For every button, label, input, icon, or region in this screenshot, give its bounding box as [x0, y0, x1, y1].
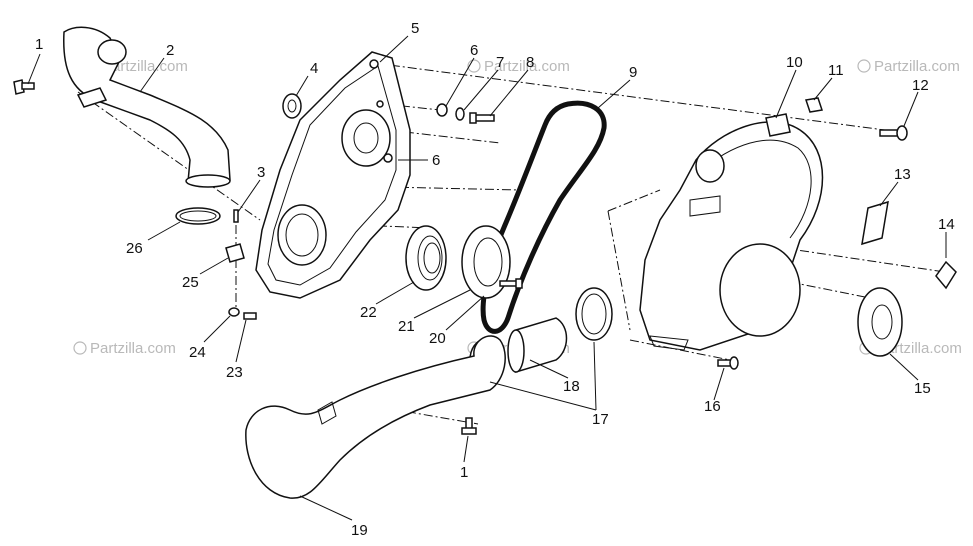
part-17-clamp-right — [575, 287, 613, 341]
part-1-screw-upper — [13, 79, 35, 95]
watermark-top-right: Partzilla.com — [857, 58, 960, 75]
svg-text:Partzilla.com: Partzilla.com — [102, 58, 188, 75]
svg-text:Partzilla.com: Partzilla.com — [484, 58, 570, 75]
label-part-15: 15 — [914, 380, 931, 397]
part-8-bolt — [469, 112, 495, 124]
label-part-7: 7 — [496, 54, 504, 71]
part-26-clamp — [175, 207, 221, 225]
label-part-13: 13 — [894, 166, 911, 183]
part-2-air-intake-duct — [63, 26, 231, 188]
svg-text:Partzilla.com: Partzilla.com — [874, 58, 960, 75]
part-25-bracket — [225, 243, 245, 263]
part-24-washer — [228, 307, 240, 317]
part-4-washer — [282, 93, 302, 119]
label-part-21: 21 — [398, 318, 415, 335]
label-part-16: 16 — [704, 398, 721, 415]
watermark-top-center: Partzilla.com — [467, 58, 570, 75]
part-10-outer-cover — [639, 113, 824, 351]
part-13-decal — [861, 200, 889, 246]
label-part-2: 2 — [166, 42, 174, 59]
part-5-inner-cover — [255, 51, 411, 299]
part-21-bearing-plate — [461, 225, 511, 299]
part-16-screw — [717, 356, 739, 370]
label-part-1-upper: 1 — [35, 36, 43, 53]
part-9-drive-belt — [480, 100, 607, 334]
label-part-10: 10 — [786, 54, 803, 71]
alignment-lines — [77, 62, 946, 425]
part-6-washer-upper — [436, 103, 448, 117]
label-part-6-lower: 6 — [432, 152, 440, 169]
label-part-11: 11 — [828, 62, 844, 79]
label-part-23: 23 — [226, 364, 243, 381]
part-15-gasket — [857, 287, 903, 357]
label-part-3: 3 — [257, 164, 265, 181]
label-part-1-lower: 1 — [460, 464, 468, 481]
label-part-4: 4 — [310, 60, 318, 77]
part-20-screw — [499, 278, 523, 289]
part-7-lockwasher — [455, 107, 465, 121]
label-part-5: 5 — [411, 20, 419, 37]
part-19-exhaust-duct — [245, 335, 506, 499]
svg-text:Partzilla.com: Partzilla.com — [90, 340, 176, 357]
part-14-decal — [935, 260, 957, 290]
label-part-19: 19 — [351, 522, 368, 539]
label-part-25: 25 — [182, 274, 199, 291]
label-part-14: 14 — [938, 216, 955, 233]
label-part-9: 9 — [629, 64, 637, 81]
watermark-bottom-left: Partzilla.com — [73, 340, 176, 357]
label-part-20: 20 — [429, 330, 446, 347]
label-part-6-upper: 6 — [470, 42, 478, 59]
label-part-18: 18 — [563, 378, 580, 395]
part-3-clip — [233, 209, 239, 223]
label-part-22: 22 — [360, 304, 377, 321]
part-18-boot — [507, 317, 568, 374]
part-1-screw-lower — [461, 417, 477, 435]
label-part-8: 8 — [526, 54, 534, 71]
part-23-screw — [243, 312, 257, 320]
leader-lines — [27, 35, 947, 521]
label-part-24: 24 — [189, 344, 206, 361]
label-part-17: 17 — [592, 411, 609, 428]
label-part-26: 26 — [126, 240, 143, 257]
label-part-12: 12 — [912, 77, 929, 94]
part-22-seal — [405, 225, 447, 291]
part-12-bolt — [879, 125, 908, 141]
part-11-decal — [805, 97, 823, 113]
